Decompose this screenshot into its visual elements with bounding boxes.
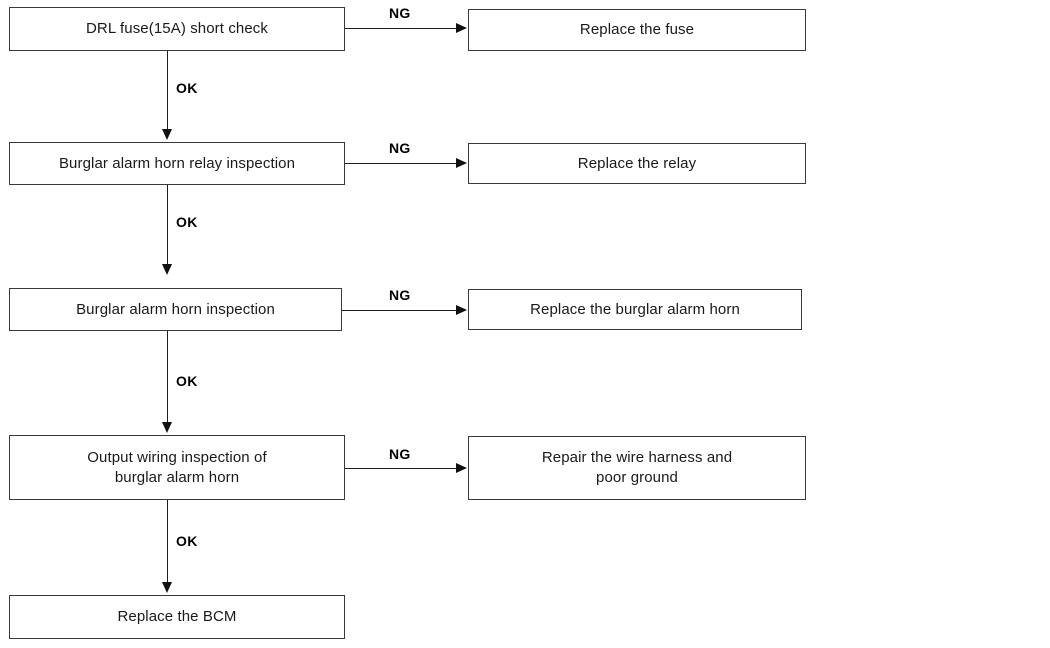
action-node-4[interactable]: Repair the wire harness and poor ground xyxy=(468,436,806,500)
edge-2-fail-arrowhead xyxy=(456,157,467,168)
edge-2-fail-label: NG xyxy=(389,140,411,156)
edge-1-pass-line xyxy=(167,51,168,130)
terminal-node[interactable]: Replace the BCM xyxy=(9,595,345,639)
edge-2-pass-arrowhead xyxy=(162,264,172,275)
check-node-1-label: DRL fuse(15A) short check xyxy=(85,20,269,37)
edge-4-fail-arrowhead xyxy=(456,462,467,473)
edge-2-pass-label: OK xyxy=(176,214,198,230)
action-node-3[interactable]: Replace the burglar alarm horn xyxy=(468,289,802,330)
action-node-4-label: Repair the wire harness and poor ground xyxy=(541,449,733,486)
edge-2-fail-line xyxy=(345,163,457,164)
edge-3-pass-label: OK xyxy=(176,373,198,389)
edge-3-pass-line xyxy=(167,331,168,423)
action-node-3-label: Replace the burglar alarm horn xyxy=(530,300,740,318)
terminal-node-label: Replace the BCM xyxy=(117,608,237,625)
edge-4-fail-line xyxy=(345,468,457,469)
edge-4-pass-label: OK xyxy=(176,533,198,549)
edge-1-pass-label: OK xyxy=(176,80,198,96)
check-node-4-label: Output wiring inspection of burglar alar… xyxy=(87,448,267,486)
edge-3-fail-arrowhead xyxy=(456,304,467,315)
edge-3-pass-arrowhead xyxy=(162,422,172,433)
check-node-2-label: Burglar alarm horn relay inspection xyxy=(58,154,296,172)
action-node-2-label: Replace the relay xyxy=(577,154,697,172)
action-node-2[interactable]: Replace the relay xyxy=(468,143,806,184)
check-node-3-label: Burglar alarm horn inspection xyxy=(76,300,275,318)
edge-1-fail-arrowhead xyxy=(456,22,467,33)
check-node-1[interactable]: DRL fuse(15A) short check xyxy=(9,7,345,51)
action-node-1[interactable]: Replace the fuse xyxy=(468,9,806,51)
edge-4-pass-line xyxy=(167,500,168,583)
edge-1-pass-arrowhead xyxy=(162,129,172,140)
edge-1-fail-line xyxy=(345,28,457,29)
check-node-3[interactable]: Burglar alarm horn inspection xyxy=(9,288,342,331)
edge-4-fail-label: NG xyxy=(389,446,411,462)
edge-1-fail-label: NG xyxy=(389,5,411,21)
check-node-4[interactable]: Output wiring inspection of burglar alar… xyxy=(9,435,345,500)
action-node-1-label: Replace the fuse xyxy=(579,21,695,38)
edge-3-fail-line xyxy=(342,310,457,311)
check-node-2[interactable]: Burglar alarm horn relay inspection xyxy=(9,142,345,185)
edge-3-fail-label: NG xyxy=(389,287,411,303)
edge-4-pass-arrowhead xyxy=(162,582,172,593)
edge-2-pass-line xyxy=(167,185,168,265)
